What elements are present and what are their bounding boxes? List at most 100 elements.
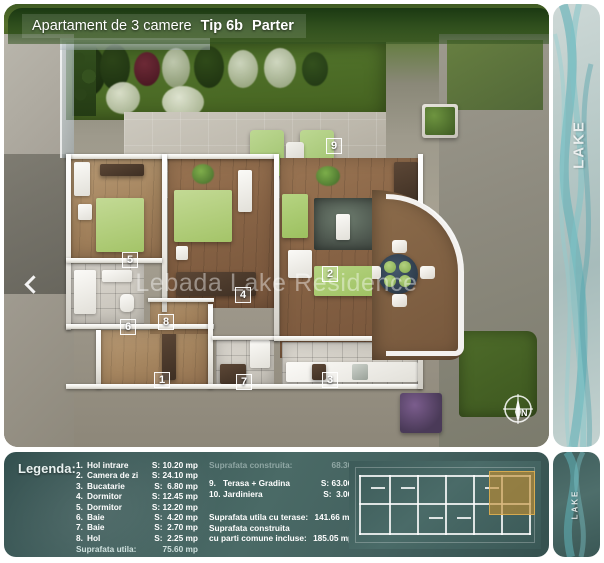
building-plan-thumbnail[interactable] [349, 461, 541, 549]
spacer [209, 470, 367, 478]
legend-room-row: 6.Baie S: 4.20 mp [76, 512, 198, 522]
legend-room-row: 3.Bucatarie S: 6.80 mp [76, 481, 198, 491]
planter-box-bottom [400, 393, 442, 433]
shrub [106, 82, 140, 114]
vanity-7 [220, 364, 246, 384]
glass-wall-left [60, 38, 74, 158]
sink-3 [352, 364, 368, 380]
room-marker-8[interactable]: 8 [158, 314, 174, 330]
wall-segment [66, 384, 422, 389]
lake-side-panel-lower: LAKE [553, 452, 600, 557]
room-marker-4[interactable]: 4 [235, 287, 251, 303]
room-marker-1[interactable]: 1 [154, 372, 170, 388]
balcony-railing [386, 194, 464, 356]
wall-segment [208, 304, 213, 388]
tv-console-2 [336, 214, 350, 240]
legend-outdoor-name: 9.Terasa + Gradina [209, 478, 290, 489]
armchair-2 [282, 194, 308, 238]
legend-room-area: S: 10.20 mp [151, 460, 198, 470]
water-swirl-graphic-lower [563, 452, 586, 557]
dresser-5 [100, 164, 144, 176]
shrub [194, 46, 224, 88]
apartment-interior [66, 154, 423, 389]
room-marker-6[interactable]: 6 [120, 319, 136, 335]
shrub [162, 48, 190, 88]
mini-plan-wall [401, 487, 415, 489]
wall-segment [66, 154, 71, 330]
spacer [209, 499, 367, 512]
title-type-code: Tip 6b [200, 18, 244, 34]
built-common-label-line1: Suprafata construita [209, 522, 290, 533]
zone-left-shadow [4, 154, 66, 294]
legend-room-area: S: 6.80 mp [154, 480, 198, 491]
legend-room-name: 8.Hol [76, 532, 101, 543]
room-marker-2[interactable]: 2 [322, 266, 338, 282]
title-floor: Parter [252, 18, 294, 34]
room-marker-5[interactable]: 5 [122, 252, 138, 268]
room-marker-3[interactable]: 3 [322, 372, 338, 388]
compass-north-label: N [521, 408, 528, 418]
legend-room-area: S: 12.20 mp [151, 501, 198, 512]
room-marker-7[interactable]: 7 [236, 374, 252, 390]
legend-room-name: 7.Baie [76, 522, 105, 533]
toilet-6 [120, 294, 134, 312]
bathtub-6 [74, 270, 96, 314]
shrub [134, 52, 160, 86]
legend-room-name: 3.Bucatarie [76, 480, 125, 491]
mini-plan-wall [429, 517, 443, 519]
balcony [372, 190, 464, 360]
wardrobe-5 [74, 162, 90, 196]
nightstand-5 [78, 204, 92, 220]
wall-segment [66, 154, 278, 159]
usable-with-terraces-row: Suprafata utila cu terase: 141.66 mp [209, 512, 367, 522]
mini-plan-wall [417, 475, 419, 535]
previous-apartment-button[interactable] [20, 262, 46, 306]
room-marker-9[interactable]: 9 [326, 138, 342, 154]
grass-patch-right-top [447, 40, 543, 110]
planter-box-top [422, 104, 458, 138]
grass-patch-right-bottom [459, 331, 537, 417]
hall-console-1 [162, 330, 176, 380]
legend-room-area: S: 4.20 mp [154, 512, 198, 523]
wall-segment [148, 298, 214, 302]
legend-room-name: 4.Dormitor [76, 491, 123, 502]
dresser-4 [176, 272, 256, 296]
legend-usable-area-row: Suprafata utila:75.60 mp [76, 544, 198, 554]
mini-plan-wall [457, 517, 471, 519]
hedge-left [72, 44, 96, 116]
legend-room-name: 6.Baie [76, 512, 105, 523]
mini-plan-wall [445, 475, 447, 535]
legend-area-summary: Suprafata construita: 68.30 mp 9.Terasa … [209, 460, 367, 543]
desk-4 [238, 170, 252, 212]
wall-segment [66, 324, 214, 329]
legend-room-name: 5.Dormitor [76, 501, 123, 512]
mini-plan-wall [359, 475, 361, 535]
wall-segment [66, 258, 162, 263]
shrub [302, 52, 328, 86]
legend-title: Legenda: [18, 461, 76, 476]
built-common-row: cu parti comune incluse: 185.05 mp [209, 533, 367, 543]
legend-room-area: S: 12.45 mp [151, 491, 198, 502]
chevron-left-icon [23, 274, 43, 294]
legend-outdoor-name: 10.Jardiniera [209, 488, 263, 499]
coffee-table-2 [288, 250, 312, 278]
legend-room-name: 2.Camera de zi [76, 470, 139, 481]
shower-7 [250, 340, 270, 368]
bed-4 [174, 190, 232, 242]
compass-rose: N [501, 392, 535, 426]
selected-unit-highlight[interactable] [489, 471, 535, 515]
mini-plan-wall [371, 487, 385, 489]
vanity-6 [102, 270, 132, 282]
shrub [228, 50, 258, 88]
built-area-row: Suprafata construita: 68.30 mp [209, 460, 367, 470]
wall-segment [212, 336, 278, 340]
